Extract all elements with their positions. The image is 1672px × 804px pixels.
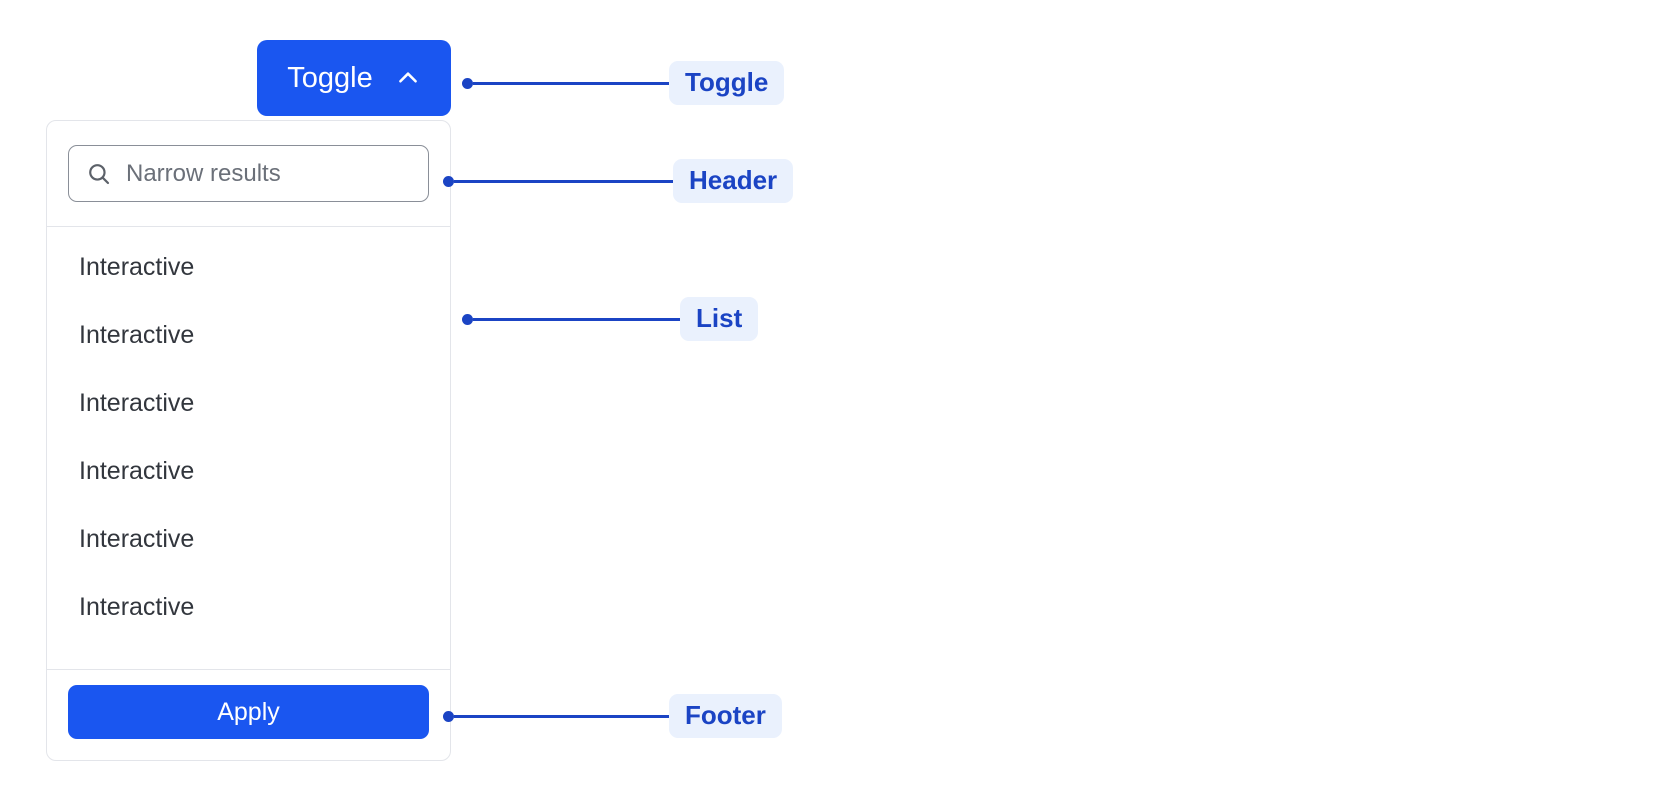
annotation-label-footer: Footer [669, 694, 782, 738]
list-item-label: Interactive [79, 252, 195, 281]
list-item[interactable]: Interactive [47, 233, 450, 301]
list-item[interactable]: Interactive [47, 437, 450, 505]
chevron-up-icon [395, 65, 421, 91]
dropdown-list: Interactive Interactive Interactive Inte… [47, 227, 450, 669]
annotation-label-header: Header [673, 159, 794, 203]
dropdown-footer: Apply [47, 669, 450, 760]
annotation-leader-line [454, 714, 669, 718]
toggle-button-label: Toggle [287, 61, 373, 94]
search-input[interactable] [112, 146, 436, 201]
list-item-label: Interactive [79, 524, 195, 553]
annotation-label-toggle: Toggle [669, 61, 785, 105]
apply-button[interactable]: Apply [68, 685, 429, 739]
dropdown-header [47, 121, 450, 227]
list-item[interactable]: Interactive [47, 505, 450, 573]
dropdown-panel: Interactive Interactive Interactive Inte… [46, 120, 451, 761]
list-item-label: Interactive [79, 592, 195, 621]
toggle-button[interactable]: Toggle [257, 40, 451, 116]
annotation-dot-icon [462, 77, 473, 89]
list-item-label: Interactive [79, 388, 195, 417]
annotation-dot-icon [443, 710, 454, 722]
annotation-dot-icon [443, 175, 454, 187]
list-item[interactable]: Interactive [47, 301, 450, 369]
apply-button-label: Apply [217, 697, 280, 726]
annotation-leader-line [473, 81, 669, 85]
annotation-leader-line [473, 317, 680, 321]
list-item-label: Interactive [79, 320, 195, 349]
annotation-leader-line [454, 179, 673, 183]
list-item[interactable]: Interactive [47, 573, 450, 641]
search-field[interactable] [68, 145, 436, 202]
list-item[interactable]: Interactive [47, 369, 450, 437]
annotation-dot-icon [462, 313, 473, 325]
list-item-label: Interactive [79, 456, 195, 485]
search-icon [86, 161, 112, 187]
annotation-label-list: List [680, 297, 759, 341]
